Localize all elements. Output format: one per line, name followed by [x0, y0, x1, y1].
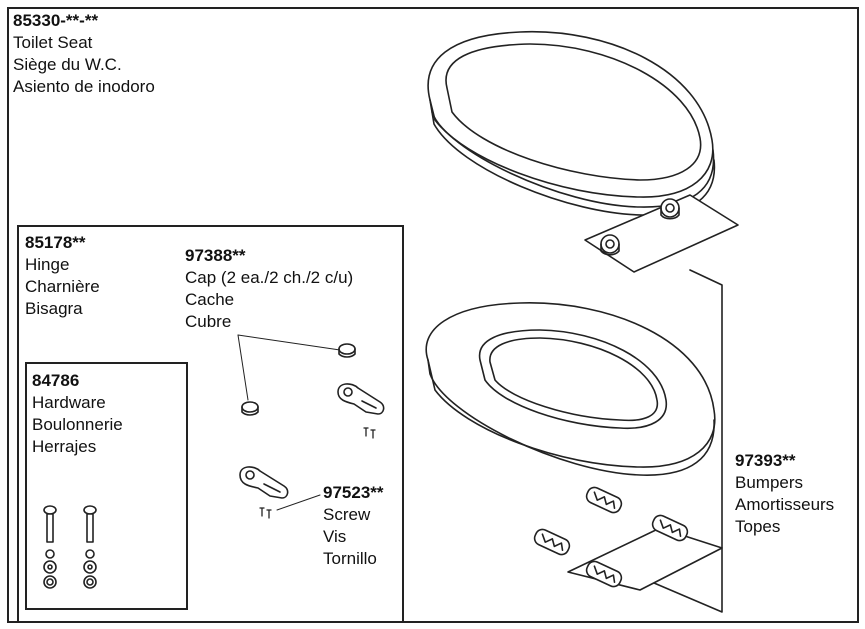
cap-name-en: Cap (2 ea./2 ch./2 c/u) [185, 268, 354, 287]
bumper-plate [567, 527, 723, 591]
cap-leader-lines [237, 334, 341, 401]
cap-part-number: 97388** [185, 246, 246, 265]
bumpers-part-number: 97393** [735, 451, 796, 470]
screw-name-fr: Vis [323, 527, 347, 546]
toilet-seat-name-en: Toilet Seat [13, 33, 93, 52]
toilet-seat-name-fr: Siège du W.C. [13, 55, 122, 74]
bumpers-name-es: Topes [735, 517, 781, 536]
hinge-box [17, 225, 404, 623]
toilet-seat-name-es: Asiento de inodoro [13, 77, 155, 96]
screw-name-es: Tornillo [323, 549, 377, 568]
hinge-name-fr: Charnière [25, 277, 100, 296]
cap-label: 97388** Cap (2 ea./2 ch./2 c/u) Cache Cu… [185, 245, 353, 333]
caps-drawing [241, 343, 356, 416]
hardware-name-en: Hardware [32, 393, 106, 412]
toilet-seat-part-number: 85330-**-** [13, 11, 99, 30]
toilet-seat-ring [425, 302, 716, 476]
cap-name-es: Cubre [185, 312, 232, 331]
diagram-frame [7, 7, 859, 623]
hardware-label: 84786 Hardware Boulonnerie Herrajes [32, 370, 123, 458]
hardware-name-es: Herrajes [32, 437, 97, 456]
hardware-bolts-drawing [43, 505, 97, 589]
hinge-part-number: 85178** [25, 233, 86, 252]
hinge-name-es: Bisagra [25, 299, 83, 318]
assembly-line [639, 269, 723, 613]
bumpers-drawing [533, 486, 689, 588]
screw-name-en: Screw [323, 505, 371, 524]
toilet-seat-lid [427, 30, 716, 216]
cap-name-fr: Cache [185, 290, 235, 309]
bumpers-name-en: Bumpers [735, 473, 804, 492]
hinge-label: 85178** Hinge Charnière Bisagra [25, 232, 100, 320]
hinge-brackets [239, 383, 385, 499]
screw-part-number: 97523** [323, 483, 384, 502]
hardware-part-number: 84786 [32, 371, 80, 390]
bumpers-name-fr: Amortisseurs [735, 495, 835, 514]
screws-drawing [259, 427, 376, 519]
hardware-box [25, 362, 188, 610]
bumpers-label: 97393** Bumpers Amortisseurs Topes [735, 450, 834, 538]
hardware-name-fr: Boulonnerie [32, 415, 123, 434]
hinge-plate [584, 194, 739, 273]
toilet-seat-label: 85330-**-** Toilet Seat Siège du W.C. As… [13, 10, 155, 98]
hinge-name-en: Hinge [25, 255, 70, 274]
screw-label: 97523** Screw Vis Tornillo [323, 482, 384, 570]
